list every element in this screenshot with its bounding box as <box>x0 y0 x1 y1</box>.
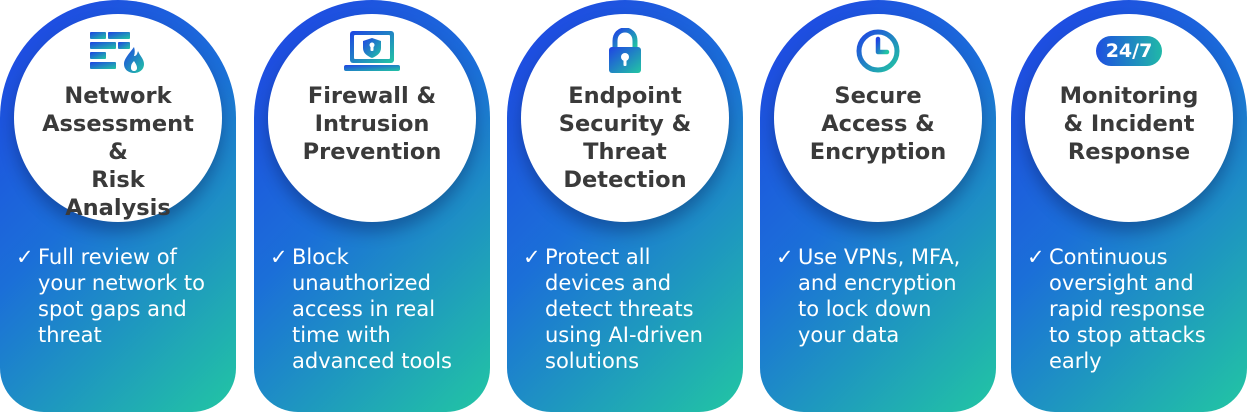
card-title: Monitoring & Incident Response <box>1059 83 1199 165</box>
24-7-badge-icon: 24/7 <box>1084 28 1174 74</box>
card-title: Secure Access & Encryption <box>809 83 947 165</box>
card-title: Endpoint Security & Threat Detection <box>558 83 692 193</box>
card-endpoint-security: Endpoint Security & Threat Detection ✓ P… <box>507 0 743 412</box>
card-description-text: Full review of your network to spot gaps… <box>38 245 205 347</box>
card-secure-access: Secure Access & Encryption ✓ Use VPNs, M… <box>760 0 996 412</box>
card-circle: 24/7 Monitoring & Incident Response <box>1025 14 1233 222</box>
card-circle: Firewall & Intrusion Prevention <box>268 14 476 222</box>
firewall-brick-flame-icon <box>73 28 163 74</box>
check-mark-icon: ✓ <box>523 245 541 269</box>
card-description-text: Use VPNs, MFA, and encryption to lock do… <box>798 245 961 347</box>
card-title: Network Assessment & Risk Analysis <box>42 83 194 221</box>
check-mark-icon: ✓ <box>1027 245 1045 269</box>
card-circle: Secure Access & Encryption <box>774 14 982 222</box>
card-description-text: Protect all devices and detect threats u… <box>545 245 703 373</box>
clock-icon <box>833 28 923 74</box>
check-mark-icon: ✓ <box>16 245 34 269</box>
card-circle: Endpoint Security & Threat Detection <box>521 14 729 222</box>
card-description: ✓ Full review of your network to spot ga… <box>16 244 228 348</box>
laptop-shield-icon <box>327 28 417 74</box>
card-firewall-intrusion: Firewall & Intrusion Prevention ✓ Block … <box>254 0 490 412</box>
card-circle: Network Assessment & Risk Analysis <box>14 14 222 222</box>
24-7-badge: 24/7 <box>1095 36 1163 66</box>
card-description-text: Continuous oversight and rapid response … <box>1049 245 1206 373</box>
card-description: ✓ Block unauthorized access in real time… <box>270 244 482 374</box>
card-network-assessment: Network Assessment & Risk Analysis ✓ Ful… <box>0 0 236 412</box>
card-description: ✓ Continuous oversight and rapid respons… <box>1027 244 1239 374</box>
card-description: ✓ Protect all devices and detect threats… <box>523 244 735 374</box>
card-title: Firewall & Intrusion Prevention <box>302 83 442 165</box>
card-description: ✓ Use VPNs, MFA, and encryption to lock … <box>776 244 988 348</box>
card-monitoring-incident: 24/7 Monitoring & Incident Response ✓ Co… <box>1011 0 1247 412</box>
check-mark-icon: ✓ <box>270 245 288 269</box>
check-mark-icon: ✓ <box>776 245 794 269</box>
padlock-icon <box>580 28 670 74</box>
card-description-text: Block unauthorized access in real time w… <box>292 245 452 373</box>
